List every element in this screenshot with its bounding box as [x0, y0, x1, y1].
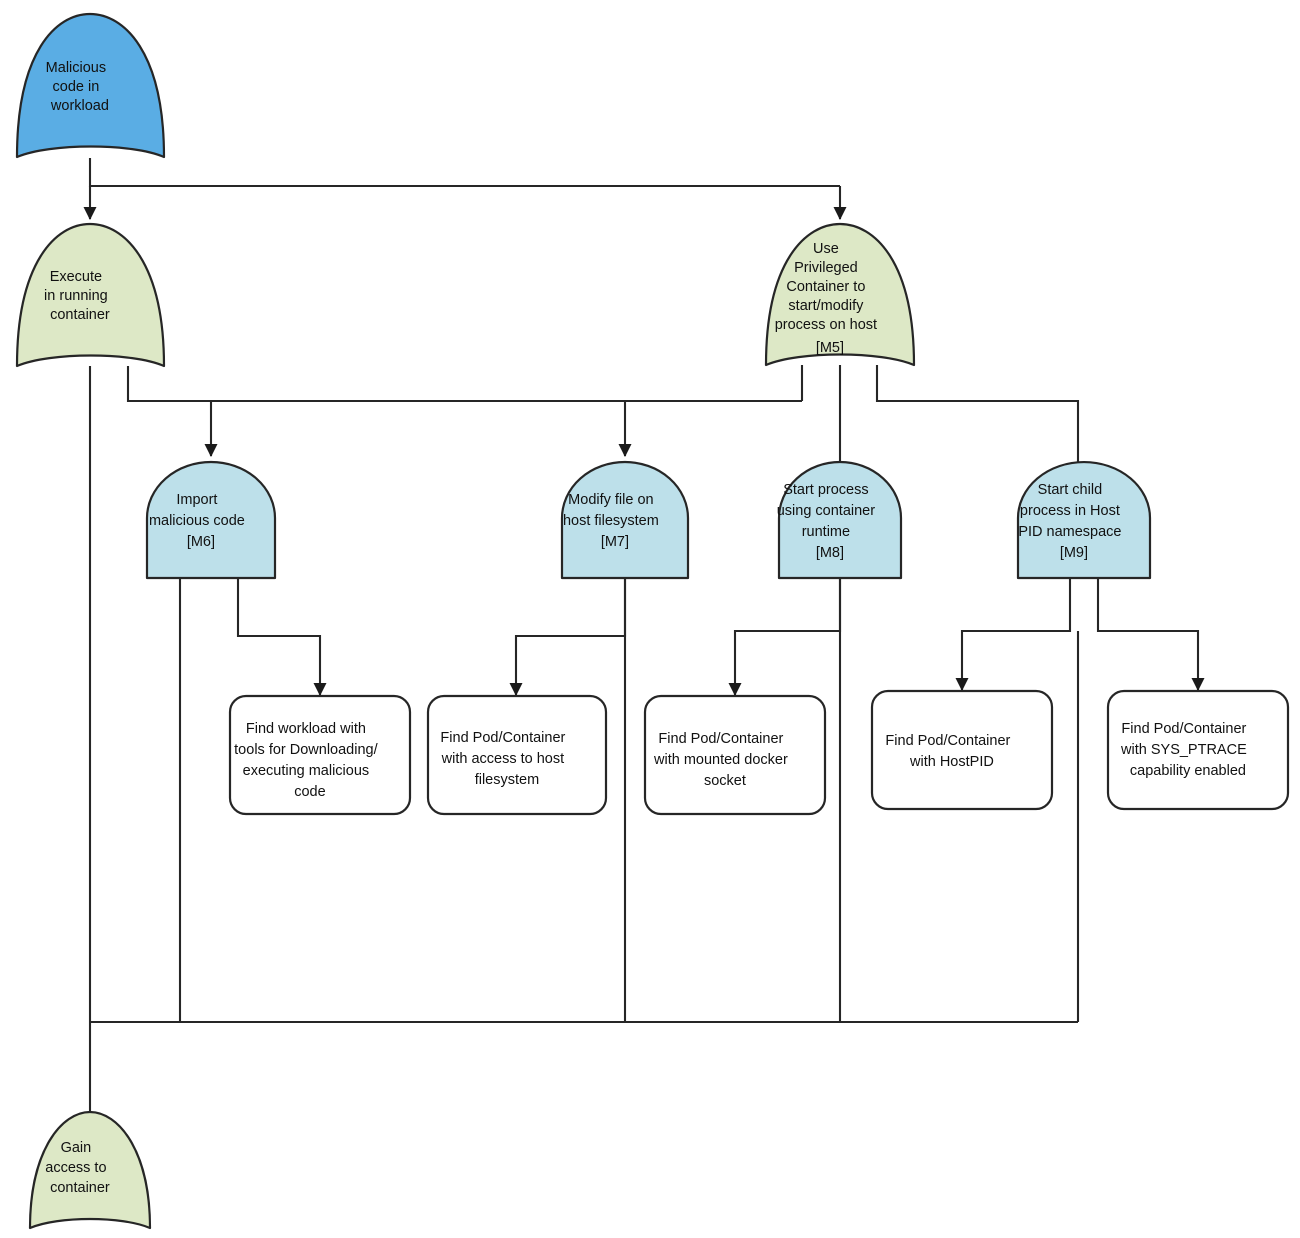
edge-m9-to-leaf4	[955, 578, 1072, 692]
node-label-m8: Start process using container runtime [M…	[0, 0, 903, 561]
edge-layer	[83, 158, 1205, 1112]
node-label-m5: Use Privileged Container to start/modify…	[0, 0, 905, 356]
node-leaf-find-sys-ptrace[interactable]: Find Pod/Container with SYS_PTRACE capab…	[0, 0, 1290, 811]
edge-m5-to-m9	[875, 365, 1080, 462]
edge-m7-to-leaf2	[509, 578, 627, 697]
node-use-privileged-container-m5[interactable]: Use Privileged Container to start/modify…	[0, 0, 916, 367]
or-gate-shape-m7	[560, 460, 690, 580]
leaf-label-4: Find Pod/Container with HostPID	[0, 0, 1039, 770]
or-gate-shape-m6	[145, 460, 277, 580]
or-gate-shape-m9	[1016, 460, 1152, 580]
node-leaf-find-host-filesystem-access[interactable]: Find Pod/Container with access to host f…	[0, 0, 608, 816]
leaf-label-1: Find workload with tools for Downloading…	[0, 0, 406, 800]
leaf-label-5: Find Pod/Container with SYS_PTRACE capab…	[1120, 721, 1247, 779]
node-leaf-find-workload-tools[interactable]: Find workload with tools for Downloading…	[0, 0, 412, 816]
leaf-label-3: Find Pod/Container with mounted docker s…	[0, 0, 816, 789]
node-label-root: Malicious code in workload	[0, 0, 134, 114]
leaf-rect-5	[1106, 689, 1290, 811]
node-start-process-container-runtime-m8[interactable]: Start process using container runtime [M…	[0, 0, 903, 580]
edge-m6-to-leaf1	[236, 578, 327, 697]
node-malicious-code-in-workload[interactable]: Malicious code in workload	[0, 0, 166, 159]
leaf-label-2: Find Pod/Container with access to host f…	[0, 0, 594, 788]
edge-m8-to-leaf3	[728, 578, 842, 697]
node-leaf-find-mounted-docker-socket[interactable]: Find Pod/Container with mounted docker s…	[0, 0, 827, 816]
node-leaf-find-hostpid[interactable]: Find Pod/Container with HostPID	[0, 0, 1054, 811]
node-label-m9: Start child process in Host PID namespac…	[0, 0, 1150, 561]
edge-m9-to-leaf5	[1096, 578, 1205, 692]
node-start-child-process-host-pid-m9[interactable]: Start child process in Host PID namespac…	[0, 0, 1152, 580]
node-gain-access-to-container[interactable]: Gain access to container	[0, 0, 152, 1230]
node-execute-in-running-container[interactable]: Execute in running container	[0, 0, 166, 368]
and-gate-shape-execute	[15, 222, 166, 368]
leaf-rect-4	[870, 689, 1054, 811]
and-gate-shape-m5	[764, 222, 916, 367]
node-label-execute: Execute in running container	[0, 0, 136, 323]
leaf-rect-3	[643, 694, 827, 816]
edge-execute-leg-right	[126, 366, 802, 403]
leaf-rect-1	[228, 694, 412, 816]
node-modify-file-on-host-filesystem-m7[interactable]: Modify file on host filesystem [M7]	[0, 0, 690, 580]
node-label-m7: Modify file on host filesystem [M7]	[0, 0, 687, 550]
node-label-gain: Gain access to container	[0, 0, 135, 1196]
and-gate-shape-root	[15, 12, 166, 159]
edge-root-trunk	[88, 158, 840, 188]
and-gate-shape-gain	[28, 1110, 152, 1230]
node-label-m6: Import malicious code [M6]	[0, 0, 273, 550]
leaf-rect-2	[426, 694, 608, 816]
node-import-malicious-code-m6[interactable]: Import malicious code [M6]	[0, 0, 277, 580]
or-gate-shape-m8	[777, 460, 903, 580]
